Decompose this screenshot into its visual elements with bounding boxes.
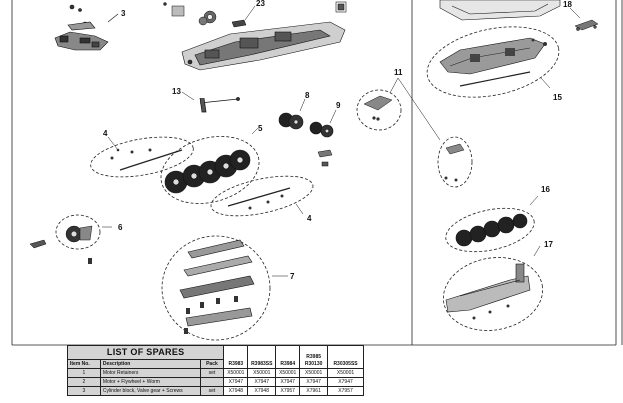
column-header-r30305ss: R30305SS bbox=[327, 345, 364, 369]
part-small-bracket bbox=[317, 149, 333, 167]
callout-13: 13 bbox=[172, 87, 181, 96]
callout-8: 8 bbox=[305, 91, 310, 100]
callout-18: 18 bbox=[563, 0, 572, 9]
spares-table: LIST OF SPARES R3983 R3983SS R3984 R3985… bbox=[66, 345, 364, 396]
part-code: X50001 bbox=[275, 368, 301, 378]
callout-15: 15 bbox=[553, 93, 562, 102]
part-8-wheelset bbox=[278, 112, 304, 130]
table-row: 2 Motor + Flywheel + Worm X7947 X7947 X7… bbox=[67, 377, 364, 387]
part-code: X7947 bbox=[247, 377, 277, 387]
part-code: X7957 bbox=[275, 386, 301, 396]
callout-3: 3 bbox=[121, 9, 126, 18]
item-description: Motor + Flywheel + Worm bbox=[99, 377, 201, 387]
part-4-brake-gear-upper bbox=[90, 136, 194, 178]
part-23-chassis-frame bbox=[181, 21, 346, 71]
callout-4-upper: 4 bbox=[103, 129, 108, 138]
callout-11: 11 bbox=[394, 68, 403, 77]
top-small-parts bbox=[163, 2, 247, 28]
callout-5: 5 bbox=[258, 124, 263, 133]
part-code: X7947 bbox=[299, 377, 329, 387]
item-number: 1 bbox=[67, 368, 101, 378]
callout-16: 16 bbox=[541, 185, 550, 194]
part-code: X7947 bbox=[327, 377, 364, 387]
column-header-r3985-r30130: R3985 R30130 bbox=[299, 345, 329, 369]
part-code: X50001 bbox=[327, 368, 364, 378]
spares-table-title: LIST OF SPARES bbox=[66, 345, 225, 360]
part-code: X7948 bbox=[223, 386, 249, 396]
table-row: 3 Cylinder block, Valve gear + Screws se… bbox=[67, 386, 364, 396]
part-13-rod bbox=[199, 97, 240, 113]
part-5-driving-wheels bbox=[160, 136, 260, 204]
part-code: X50001 bbox=[247, 368, 277, 378]
part-11-pony-truck-detail bbox=[437, 136, 473, 188]
tender-body-top bbox=[335, 0, 561, 21]
part-4-brake-gear-lower bbox=[210, 175, 314, 217]
callout-9: 9 bbox=[336, 101, 341, 110]
part-code: X7957 bbox=[327, 386, 364, 396]
callout-6: 6 bbox=[118, 223, 123, 232]
part-11-pony-truck-group bbox=[356, 89, 402, 131]
part-3-cylinder-block bbox=[54, 4, 109, 51]
column-header-r3983: R3983 bbox=[223, 345, 249, 369]
column-header-r3983ss: R3983SS bbox=[247, 345, 277, 369]
part-code: X50001 bbox=[223, 368, 249, 378]
callout-17: 17 bbox=[544, 240, 553, 249]
item-pack bbox=[199, 377, 225, 387]
column-header-r3984: R3984 bbox=[275, 345, 301, 369]
column-header-description: Description bbox=[99, 359, 201, 369]
item-number: 3 bbox=[67, 386, 101, 396]
part-17-tender-frame bbox=[442, 257, 544, 331]
callout-4-lower: 4 bbox=[307, 214, 312, 223]
part-6-bogie bbox=[29, 214, 101, 264]
item-number: 2 bbox=[67, 377, 101, 387]
part-16-tender-wheels bbox=[445, 207, 535, 253]
item-pack: set bbox=[199, 368, 225, 378]
item-pack: set bbox=[199, 386, 225, 396]
callout-7: 7 bbox=[290, 272, 295, 281]
part-9-wheelset bbox=[309, 121, 334, 138]
item-description: Cylinder block, Valve gear + Screws bbox=[99, 386, 201, 396]
part-18-tender-coupling bbox=[574, 19, 599, 31]
item-description: Motor Retainers bbox=[99, 368, 201, 378]
part-code: X7961 bbox=[299, 386, 329, 396]
part-code: X7948 bbox=[247, 386, 277, 396]
callout-23: 23 bbox=[256, 0, 265, 8]
part-code: X50001 bbox=[299, 368, 329, 378]
part-code: X7947 bbox=[223, 377, 249, 387]
table-row: 1 Motor Retainers set X50001 X50001 X500… bbox=[67, 368, 364, 378]
column-header-item-no: Item No. bbox=[67, 359, 101, 369]
column-header-pack: Pack bbox=[199, 359, 225, 369]
part-15-tender-chassis-group bbox=[426, 26, 560, 98]
part-7-valve-gear-group bbox=[161, 235, 271, 341]
part-code: X7947 bbox=[275, 377, 301, 387]
